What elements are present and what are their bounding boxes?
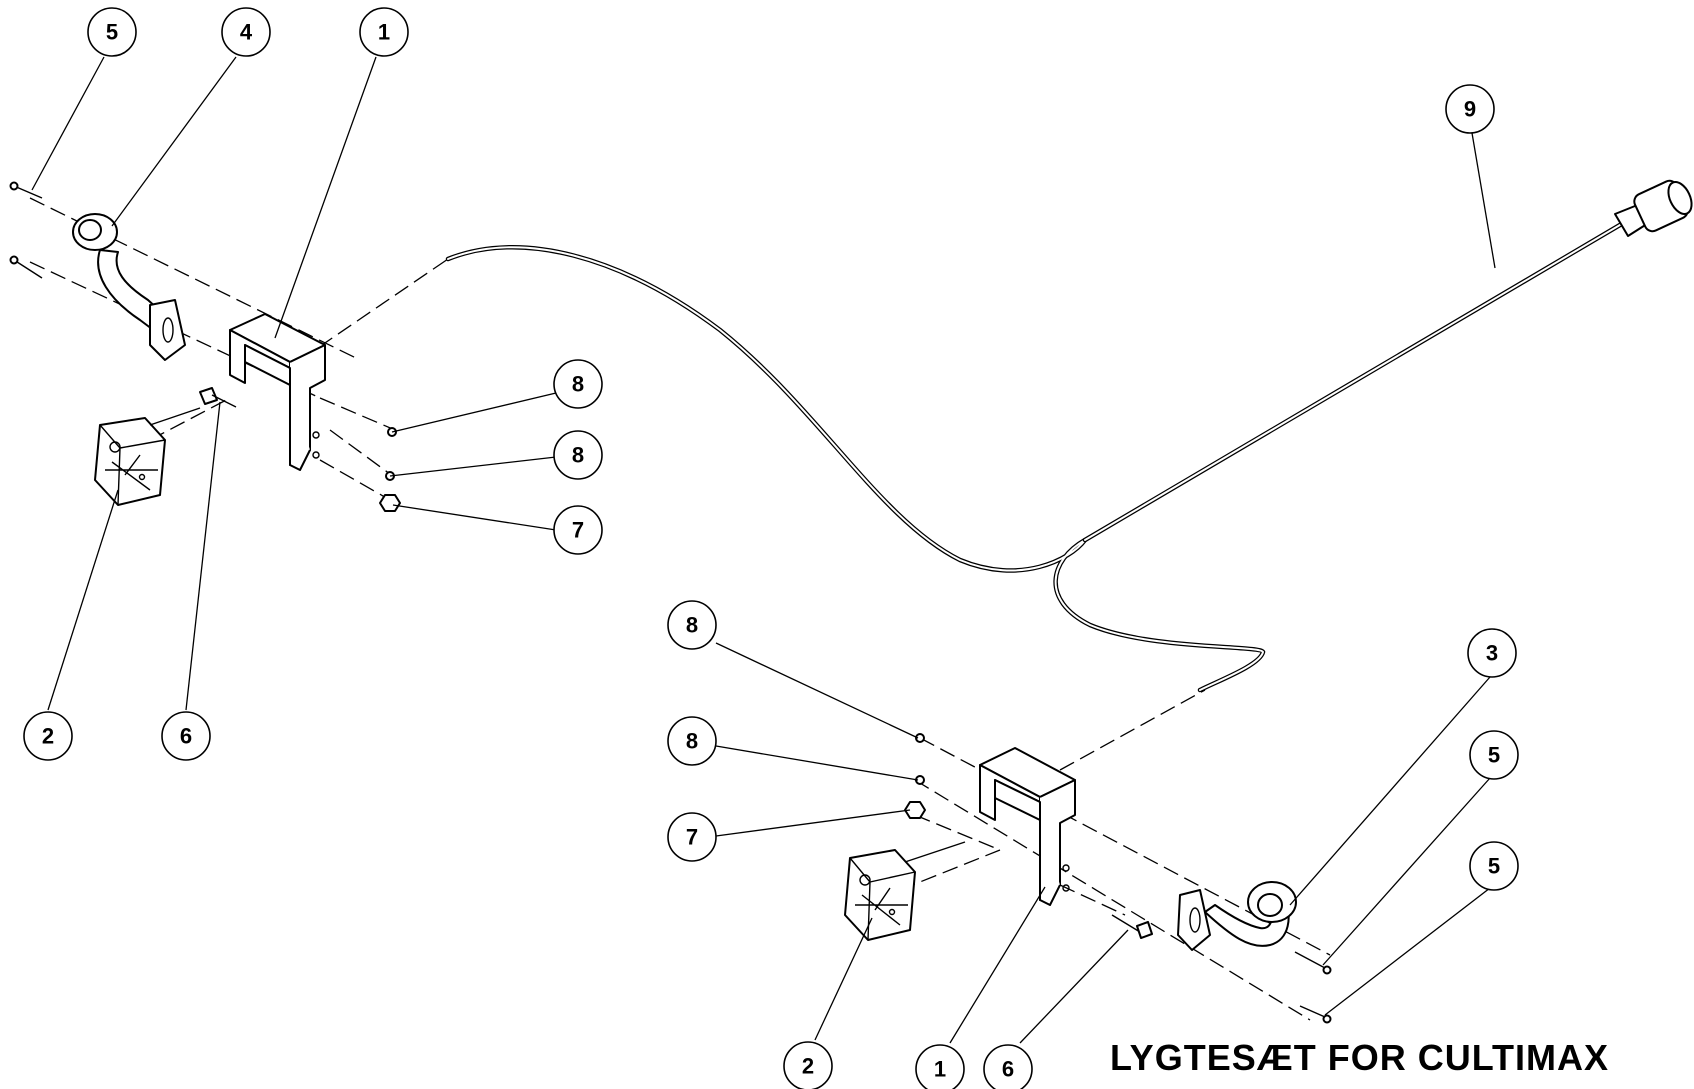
svg-text:3: 3 [1486, 641, 1498, 666]
svg-text:8: 8 [572, 443, 584, 468]
mounting-bracket-left [229, 313, 326, 471]
callout-2: 2 [783, 1041, 833, 1089]
leader-lines [31, 56, 1496, 1044]
svg-text:4: 4 [240, 20, 253, 45]
callout-8: 8 [667, 716, 717, 766]
callout-1: 1 [915, 1044, 965, 1089]
callout-5: 5 [1469, 730, 1519, 780]
svg-text:8: 8 [572, 372, 584, 397]
svg-text:1: 1 [378, 20, 390, 45]
callout-8: 8 [553, 359, 603, 409]
svg-text:5: 5 [1488, 743, 1500, 768]
callout-8: 8 [667, 600, 717, 650]
callout-6: 6 [161, 711, 211, 761]
side-marker-lamp-left [72, 213, 186, 361]
left-assembly [9, 181, 449, 512]
rear-lamp-right [844, 841, 966, 941]
svg-text:7: 7 [686, 825, 698, 850]
svg-text:8: 8 [686, 613, 698, 638]
callout-9: 9 [1445, 84, 1495, 134]
bolt-right-upper [1294, 951, 1332, 975]
right-assembly [844, 689, 1332, 1024]
bolt-left-6 [199, 387, 237, 408]
nut-right [904, 801, 926, 819]
svg-text:8: 8 [686, 729, 698, 754]
callout-8: 8 [553, 430, 603, 480]
mounting-bracket-right [979, 747, 1076, 906]
svg-text:7: 7 [572, 518, 584, 543]
svg-text:2: 2 [802, 1054, 814, 1079]
bolt-right-6 [1111, 914, 1153, 939]
washer-right-upper [915, 733, 925, 743]
bolt-right-lower [1299, 1005, 1332, 1024]
svg-text:2: 2 [42, 724, 54, 749]
svg-text:6: 6 [1002, 1057, 1014, 1082]
callout-7: 7 [553, 505, 603, 555]
svg-text:9: 9 [1464, 97, 1476, 122]
nut-left [379, 494, 401, 512]
callout-7: 7 [667, 812, 717, 862]
bolt-left-upper [9, 181, 43, 199]
callout-3: 3 [1467, 628, 1517, 678]
rear-lamp-left [94, 407, 201, 506]
callout-4: 4 [221, 7, 271, 57]
drawing-title: LYGTESÆT FOR CULTIMAX [1110, 1037, 1610, 1078]
callout-6: 6 [983, 1044, 1033, 1089]
trailer-plug [1614, 179, 1693, 237]
callout-5: 5 [1469, 841, 1519, 891]
cable-harness [445, 219, 1628, 693]
side-marker-lamp-right [1177, 881, 1297, 951]
bolt-left-lower [9, 255, 43, 279]
callout-1: 1 [359, 7, 409, 57]
svg-text:6: 6 [180, 724, 192, 749]
svg-text:1: 1 [934, 1057, 946, 1082]
svg-text:5: 5 [106, 20, 118, 45]
callout-bubbles: 5 4 1 9 8 8 7 2 6 8 3 8 5 7 5 2 1 6 [23, 7, 1519, 1089]
callout-2: 2 [23, 711, 73, 761]
callout-5: 5 [87, 7, 137, 57]
svg-text:5: 5 [1488, 854, 1500, 879]
